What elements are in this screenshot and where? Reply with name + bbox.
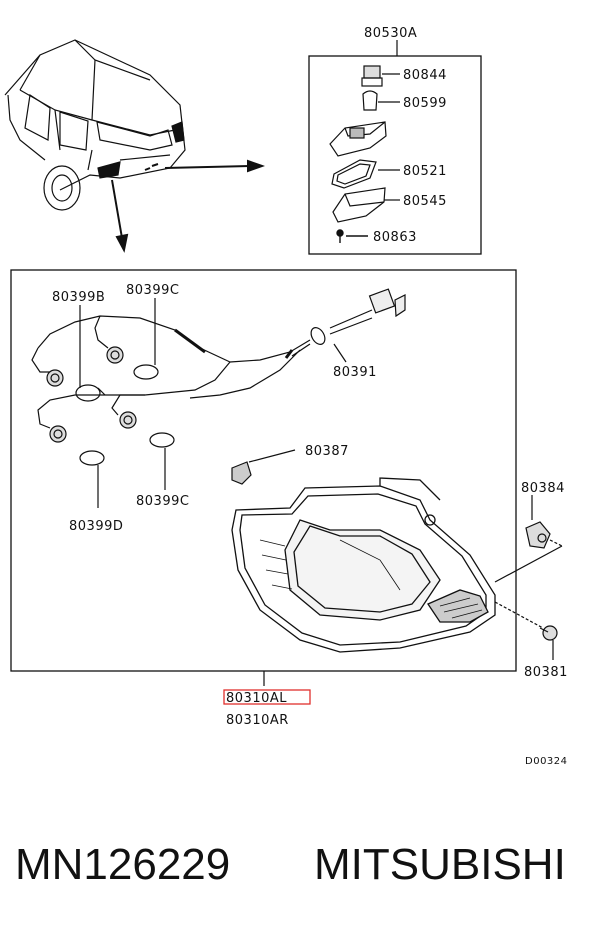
- screw-80863: [336, 229, 368, 243]
- gasket-ring: [331, 159, 400, 189]
- label-80310al: 80310AL: [226, 691, 287, 706]
- lamp-housing-80521: [329, 121, 387, 157]
- part-number: MN126229: [15, 840, 231, 889]
- label-80521: 80521: [403, 164, 447, 179]
- label-80384: 80384: [521, 481, 565, 496]
- label-80381: 80381: [524, 665, 568, 680]
- parts-diagram: 80530A 80844 80599 80521 80545 80863 803…: [4, 26, 568, 767]
- label-80399c-bottom: 80399C: [136, 494, 189, 509]
- box-80530a: [308, 40, 482, 255]
- clip-80387: [231, 461, 252, 485]
- lens-80545: [332, 187, 400, 223]
- label-80863: 80863: [373, 230, 417, 245]
- socket-bulbs: [31, 315, 175, 466]
- highlight-box: [223, 689, 311, 705]
- label-80599: 80599: [403, 96, 447, 111]
- label-80545: 80545: [403, 194, 447, 209]
- label-80387: 80387: [305, 444, 349, 459]
- label-80530a: 80530A: [364, 26, 417, 41]
- bulb-80599: [362, 90, 400, 111]
- label-80399d: 80399D: [69, 519, 123, 534]
- screw-80381: [494, 601, 558, 641]
- label-80391: 80391: [333, 365, 377, 380]
- box-main-lamp: [10, 269, 517, 686]
- leader-lines: [79, 298, 554, 660]
- tail-lamp-assembly: [231, 477, 496, 653]
- label-80310ar: 80310AR: [226, 713, 289, 728]
- car-arrows: [111, 159, 265, 253]
- drawing-code: D00324: [525, 756, 568, 767]
- car-illustration: [4, 39, 186, 211]
- brand-name: MITSUBISHI: [314, 840, 566, 889]
- label-80399b: 80399B: [52, 290, 105, 305]
- part-labels: 80530A 80844 80599 80521 80545 80863 803…: [52, 26, 568, 767]
- label-80399c-top: 80399C: [126, 283, 179, 298]
- wiring-harness-80391: [37, 288, 406, 399]
- bulb-socket-80844: [361, 65, 400, 87]
- footer-banner: MN126229 MITSUBISHI: [0, 830, 600, 910]
- grommet-80384: [494, 521, 563, 583]
- label-80844: 80844: [403, 68, 447, 83]
